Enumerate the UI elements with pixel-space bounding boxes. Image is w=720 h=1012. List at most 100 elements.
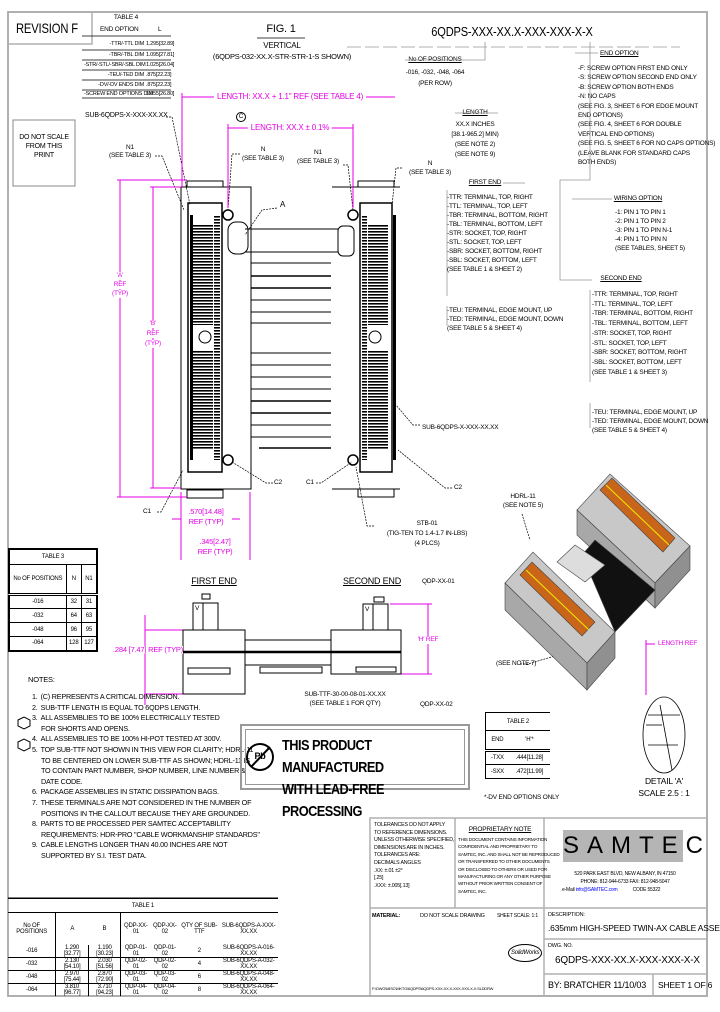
do-not-scale-box bbox=[12, 119, 76, 187]
dim-570-label: .570[14.48] bbox=[188, 507, 224, 516]
dim-b-label: 'B' bbox=[149, 320, 157, 328]
leader-lines bbox=[155, 116, 569, 665]
v-mark: V bbox=[195, 605, 200, 612]
wiring-item: (SEE TABLES, SHEET 5) bbox=[615, 245, 685, 252]
note-line: SUPPORTED BY S.I. TEST DATA. bbox=[41, 850, 147, 860]
table-cell: 96 bbox=[65, 622, 82, 637]
table3-title: TABLE 3 bbox=[8, 548, 98, 565]
table-cell: -048 bbox=[8, 970, 57, 983]
table1-title: TABLE 1 bbox=[131, 902, 155, 909]
proprietary-line: MANUFACTURING OR ANY OTHER PURPOSE bbox=[458, 874, 551, 880]
table-cell: 95 bbox=[80, 622, 98, 637]
sub-assembly-label-right: SUB-6QDPS-X-XXX-XX.XX bbox=[422, 424, 499, 431]
tolerance-line: TOLERANCES DO NOT APPLY bbox=[374, 822, 446, 828]
cable-drawing bbox=[227, 221, 355, 449]
table-cell: 1.190 [30.23] bbox=[88, 944, 122, 957]
end-option-item: END OPTIONS) bbox=[578, 112, 623, 120]
sheet-number: SHEET 1 OF 6 bbox=[658, 980, 713, 990]
hdrl-label: HDRL-11 bbox=[510, 493, 536, 500]
lead-free-symbol bbox=[246, 743, 274, 771]
table1-header: QTY OF SUB-TTF bbox=[181, 922, 218, 935]
dim-570-label: REF (TYP) bbox=[188, 517, 224, 526]
table-row: -SXX.472[11.99] bbox=[484, 764, 550, 779]
table2-footnote: *-DV END OPTIONS ONLY bbox=[484, 794, 560, 801]
wiring-list: -1: PIN 1 TO PIN 1 -2: PIN 1 TO PIN 2 -3… bbox=[615, 208, 685, 253]
note-line: 8.PARTS TO BE PROCESSED PER SAMTEC ACCEP… bbox=[32, 819, 260, 830]
table4-cell: .875[22.23] bbox=[146, 82, 172, 88]
detail-a-callout[interactable]: A bbox=[280, 200, 286, 209]
n1-label: (SEE TABLE 3) bbox=[297, 158, 339, 165]
note-number: 1. bbox=[32, 692, 38, 701]
figure-view: VERTICAL bbox=[263, 41, 301, 50]
dim-b-label: (TYP) bbox=[145, 340, 161, 348]
table-cell: -032 bbox=[8, 608, 67, 623]
tolerance-line: TOLERANCES ARE: bbox=[374, 852, 421, 859]
proprietary-line: OR TRANSFERRED TO OTHER DOCUMENTS bbox=[458, 859, 550, 865]
table-cell: -048 bbox=[8, 622, 67, 637]
tolerance-line: [.25] bbox=[374, 875, 384, 882]
table-cell: 2.870 [72.90] bbox=[88, 970, 122, 983]
dim-a-label: (TYP) bbox=[112, 290, 128, 298]
dwg-no: 6QDPS-XXX-XX.X-XXX-XXX-X-X bbox=[555, 955, 700, 966]
note-number: 5. bbox=[32, 744, 38, 754]
length-overall-dim: LENGTH: XX.X + 1.1" REF (SEE TABLE 4) bbox=[213, 93, 367, 101]
second-end-item: -TED: TERMINAL, EDGE MOUNT, DOWN bbox=[592, 418, 709, 425]
table-cell: 2 bbox=[197, 947, 201, 954]
tolerances-block: TOLERANCES DO NOT APPLY TO REFERENCE DIM… bbox=[374, 822, 454, 890]
note-text: ALL ASSEMBLIES TO BE 100% HI-POT TESTED … bbox=[40, 734, 222, 744]
table-cell: QDP-02-02 bbox=[153, 957, 176, 970]
end-option-item: (SEE FIG. 5, SHEET 6 FOR NO CAPS OPTIONS… bbox=[578, 140, 716, 148]
critical-dimension-symbol: C bbox=[236, 112, 246, 122]
email-link[interactable]: info@SAMTEC.com bbox=[575, 887, 618, 893]
n-label: (SEE TABLE 3) bbox=[409, 169, 451, 176]
length-title: LENGTH bbox=[462, 109, 488, 116]
table-cell: SUB-6QDPS-A-048-XX.XX bbox=[222, 970, 275, 983]
sheet-border bbox=[7, 11, 708, 997]
second-end-item: (SEE TABLE 1 & SHEET 3) bbox=[592, 368, 667, 376]
figure-title: FIG. 1 bbox=[266, 23, 296, 35]
table3-header: N bbox=[65, 564, 82, 595]
table3-header: N1 bbox=[80, 564, 98, 595]
table-cell: .472[11.99] bbox=[508, 764, 550, 779]
n1-label: (SEE TABLE 3) bbox=[109, 152, 151, 159]
note-line: TO CONTAIN PART NUMBER, SHOP NUMBER, LIN… bbox=[41, 766, 246, 776]
second-end-view-title: SECOND END bbox=[342, 576, 402, 586]
lead-free-line1: THIS PRODUCT MANUFACTURED bbox=[282, 737, 384, 776]
second-end-item: -SBR: SOCKET, BOTTOM, RIGHT bbox=[592, 349, 687, 357]
note-number: 6. bbox=[32, 787, 38, 797]
table-cell: 64 bbox=[65, 608, 82, 623]
note-line: TO BE CENTERED ON LOWER SUB-TTF AS SHOWN… bbox=[41, 755, 250, 765]
end-option-item: -N: NO CAPS bbox=[578, 93, 616, 101]
second-end-item: -SBL: SOCKET, BOTTOM, LEFT bbox=[592, 358, 682, 366]
tolerance-line: DECIMALS ANGLES bbox=[374, 859, 421, 866]
table-cell: 2.130 [54.10] bbox=[55, 957, 89, 970]
dim-a-label: REF bbox=[113, 281, 127, 289]
first-end-title: FIRST END bbox=[468, 179, 502, 186]
side-view-drawing bbox=[182, 593, 402, 695]
lead-free-banner: THIS PRODUCT MANUFACTURED WITH LEAD-FREE… bbox=[240, 724, 470, 820]
note-line: POSITIONS IN THE CALLOUT BECAUSE THEY AR… bbox=[41, 808, 250, 818]
note-text: PARTS TO BE PROCESSED PER SAMTEC ACCEPTA… bbox=[40, 819, 231, 829]
n1-label: N1 bbox=[314, 149, 322, 156]
note-line: FOR SHORTS AND OPENS. bbox=[41, 723, 130, 733]
description-label: DESCRIPTION: bbox=[548, 912, 585, 918]
first-end-edge-list: -TEU: TERMINAL, EDGE MOUNT, UP -TED: TER… bbox=[447, 306, 563, 333]
first-end-item: -TTL: TERMINAL, TOP, LEFT bbox=[447, 203, 528, 210]
lead-free-icon: Pb bbox=[254, 751, 266, 761]
table-cell: -064 bbox=[8, 983, 57, 996]
end-option-item: VERTICAL END OPTIONS) bbox=[578, 130, 654, 138]
table-row: -TXX.444[11.28] bbox=[484, 750, 550, 765]
end-option-list: -F: SCREW OPTION FIRST END ONLY -S: SCRE… bbox=[578, 64, 715, 167]
second-end-list: -TTR: TERMINAL, TOP, RIGHT -TTL: TERMINA… bbox=[592, 290, 693, 377]
proprietary-note: THIS DOCUMENT CONTAINS INFORMATION CONFI… bbox=[458, 836, 560, 895]
right-connector-drawing bbox=[332, 180, 400, 498]
notes-list: 1.(C) REPRESENTS A CRITICAL DIMENSION.2.… bbox=[32, 692, 260, 862]
positions-title: No OF POSITIONS bbox=[408, 56, 462, 63]
proprietary-line: SAMTEC, INC. AND SHALL NOT BE REPRODUCED bbox=[458, 851, 560, 857]
second-end-item: -TBL: TERMINAL, BOTTOM, LEFT bbox=[592, 320, 688, 328]
wiring-title: WIRING OPTION bbox=[613, 195, 663, 202]
proprietary-line: THIS DOCUMENT CONTAINS INFORMATION bbox=[458, 837, 548, 842]
